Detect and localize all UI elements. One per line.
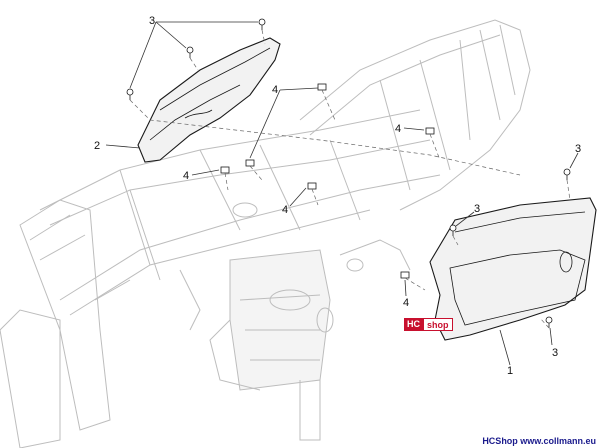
screw-part bbox=[258, 18, 266, 30]
watermark-hc: HC bbox=[404, 318, 423, 331]
callout-label: 3 bbox=[552, 347, 558, 359]
callout-label: 2 bbox=[94, 140, 100, 152]
clip-nut-part bbox=[245, 159, 255, 167]
screw-part bbox=[449, 224, 457, 236]
clip-nut-part bbox=[220, 166, 230, 174]
screw-part bbox=[545, 316, 553, 328]
right-frame-cover-part bbox=[429, 197, 597, 341]
callout-label: 4 bbox=[403, 297, 409, 309]
footer-credit: HCShop www.collmann.eu bbox=[482, 436, 596, 446]
callout-label: 3 bbox=[474, 203, 480, 215]
screw-part bbox=[186, 46, 194, 58]
screw-part bbox=[563, 168, 571, 180]
hardware-parts bbox=[126, 18, 571, 328]
assembly-lines bbox=[129, 29, 571, 329]
clip-nut-part bbox=[317, 83, 327, 91]
clip-nut-part bbox=[400, 271, 410, 279]
callout-label: 4 bbox=[272, 84, 278, 96]
clip-nut-part bbox=[425, 127, 435, 135]
callout-label: 4 bbox=[282, 204, 288, 216]
left-frame-cover-part bbox=[137, 37, 281, 163]
screw-part bbox=[126, 88, 134, 100]
hcshop-watermark: HC shop bbox=[404, 318, 453, 331]
callout-label: 3 bbox=[575, 143, 581, 155]
callout-label: 4 bbox=[395, 123, 401, 135]
callout-label: 1 bbox=[507, 365, 513, 377]
callout-labels: 3 2 4 4 4 4 3 3 4 3 1 bbox=[94, 15, 581, 377]
callout-label: 3 bbox=[149, 15, 155, 27]
frame-drawing bbox=[0, 19, 531, 448]
watermark-shop: shop bbox=[423, 318, 453, 331]
clip-nut-part bbox=[307, 182, 317, 190]
leader-lines bbox=[105, 21, 579, 366]
callout-label: 4 bbox=[183, 170, 189, 182]
